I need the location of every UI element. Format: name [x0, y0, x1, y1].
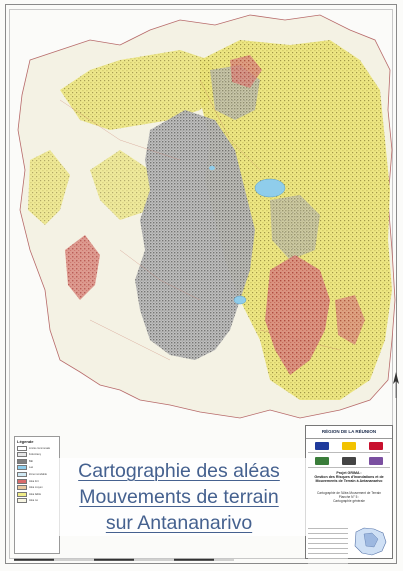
hazard-high-southeast — [265, 255, 330, 375]
legend-label: Aléa moyen — [29, 486, 43, 490]
caption-line-3: sur Antananarivo — [105, 512, 253, 534]
legend-label: Limite communale — [29, 446, 51, 450]
hazard-low-ridge — [28, 150, 70, 225]
caption-line-1: Cartographie des aléas — [78, 460, 280, 482]
partner-logos-2 — [308, 454, 390, 468]
legend-row: Zone inondable — [17, 471, 57, 477]
fokontany-lines — [59, 79, 341, 361]
legend-swatch — [17, 465, 27, 471]
locator-map — [354, 527, 387, 556]
legend-row: Limite communale — [17, 445, 57, 451]
caption-line-2: Mouvements de terrain — [79, 486, 279, 508]
legend-label: Lac — [29, 466, 34, 470]
legend-row: Aléa faible — [17, 491, 57, 497]
urban-area — [135, 110, 255, 360]
north-arrow — [393, 372, 399, 398]
project-line-2: Gestion des Risques d'Inondations et de — [314, 475, 384, 479]
legend-swatch — [17, 485, 27, 491]
legend-row: Aléa fort — [17, 478, 57, 484]
hazard-low-north — [60, 50, 220, 130]
partner-logos — [308, 439, 390, 453]
lake-small — [209, 165, 215, 171]
legend-row: Aléa nul — [17, 498, 57, 504]
map-frame — [5, 4, 397, 564]
legend-row: Lac — [17, 465, 57, 471]
hazard-high-west — [65, 235, 100, 300]
hazard-high-east — [335, 295, 365, 345]
legend-label: Aléa faible — [29, 492, 42, 496]
partner-logo-3 — [341, 456, 356, 465]
legend-swatch — [17, 445, 27, 451]
legend-label: Aléa fort — [29, 479, 39, 483]
legend-label: Zone inondable — [29, 472, 47, 476]
partner-logo-4 — [369, 456, 384, 465]
legend-swatch — [17, 471, 27, 477]
legend-row: Fokontany — [17, 452, 57, 458]
legend-row: Aléa moyen — [17, 485, 57, 491]
hazard-high-north — [230, 55, 262, 88]
map-title-3: Cartographie générale — [333, 499, 365, 503]
legend-row: Bâti — [17, 458, 57, 464]
revision-table — [308, 524, 348, 564]
map-title-1: Cartographie de l'Aléa Mouvement de Terr… — [317, 491, 381, 495]
scale-bar — [14, 558, 234, 561]
legend-label: Fokontany — [29, 453, 42, 457]
partner-logo-2 — [314, 456, 329, 465]
hazard-low-west — [90, 150, 150, 220]
project-line-3: Mouvements de Terrain à Antananarivo — [315, 479, 383, 483]
map-caption[interactable]: Cartographie des aléas Mouvements de ter… — [50, 458, 308, 536]
urban-area-east — [270, 195, 320, 260]
lake-center — [233, 295, 247, 305]
legend-swatch — [17, 478, 27, 484]
map-title-2: Planche N° 5 : — [338, 495, 360, 499]
legend-label: Aléa nul — [29, 499, 39, 503]
legend-swatch — [17, 452, 27, 458]
region-logo — [341, 441, 356, 450]
eu-logo — [314, 441, 329, 450]
lake-north — [254, 178, 286, 198]
partner-logo — [369, 441, 384, 450]
legend-swatch — [17, 458, 27, 464]
legend-swatch — [17, 491, 27, 497]
legend-label: Bâti — [29, 459, 34, 463]
legend-title: Légende — [17, 439, 34, 444]
region-label: RÉGION DE LA RÉUNION — [306, 426, 392, 439]
project-line-1: Projet GRIMA : — [336, 471, 362, 475]
legend-swatch — [17, 498, 27, 504]
title-block: RÉGION DE LA RÉUNION Projet GRIMA : Gest… — [305, 425, 393, 564]
